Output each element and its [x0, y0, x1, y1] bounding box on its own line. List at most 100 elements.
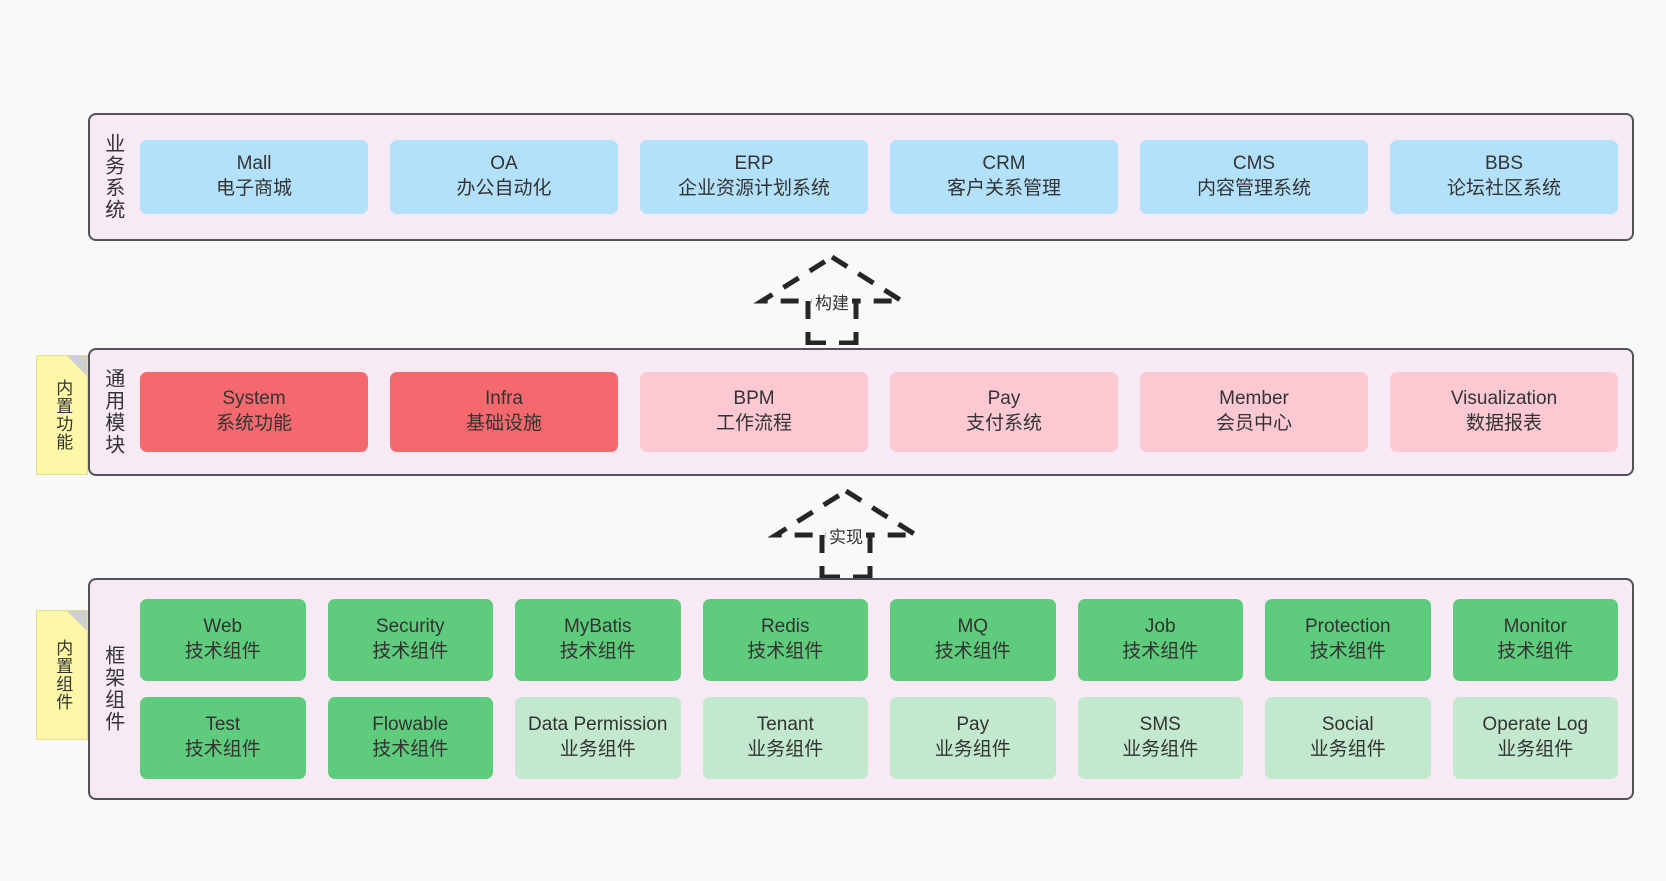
node-title: Infra — [484, 388, 524, 410]
node-title: Redis — [760, 616, 810, 638]
node-title: Data Permission — [528, 714, 668, 736]
node-monitor[interactable]: Monitor 技术组件 — [1452, 599, 1618, 681]
layer-common-body: System 系统功能 Infra 基础设施 BPM 工作流程 Pay 支付系统… — [134, 350, 1632, 474]
node-data-permission[interactable]: Data Permission 业务组件 — [515, 697, 681, 779]
arrow-build-label: 构建 — [812, 289, 852, 314]
node-test[interactable]: Test 技术组件 — [140, 697, 306, 779]
node-subtitle: 业务组件 — [1497, 739, 1574, 760]
node-title: System — [222, 388, 286, 410]
node-subtitle: 业务组件 — [1122, 739, 1199, 760]
node-subtitle: 技术组件 — [184, 641, 261, 662]
node-subtitle: 技术组件 — [559, 641, 636, 662]
node-subtitle: 系统功能 — [215, 413, 292, 434]
node-security[interactable]: Security 技术组件 — [327, 599, 493, 681]
node-title: Protection — [1304, 616, 1391, 638]
node-title: MQ — [957, 616, 989, 638]
node-title: Pay — [956, 714, 990, 736]
node-subtitle: 内容管理系统 — [1196, 178, 1311, 199]
node-subtitle: 工作流程 — [715, 413, 792, 434]
node-subtitle: 技术组件 — [747, 641, 824, 662]
node-subtitle: 技术组件 — [372, 739, 449, 760]
arrow-implement-generalization: 实现 — [766, 487, 926, 580]
node-row: Test 技术组件 Flowable 技术组件 Data Permission … — [140, 697, 1618, 779]
node-system[interactable]: System 系统功能 — [140, 372, 368, 452]
node-social[interactable]: Social 业务组件 — [1265, 697, 1431, 779]
node-sms[interactable]: SMS 业务组件 — [1077, 697, 1243, 779]
node-title: Web — [203, 616, 243, 638]
node-title: CMS — [1232, 153, 1276, 175]
node-title: Member — [1219, 388, 1289, 410]
node-title: Job — [1144, 616, 1176, 638]
node-mybatis[interactable]: MyBatis 技术组件 — [515, 599, 681, 681]
node-subtitle: 技术组件 — [1122, 641, 1199, 662]
node-row: Web 技术组件 Security 技术组件 MyBatis 技术组件 Redi… — [140, 599, 1618, 681]
node-title: SMS — [1139, 714, 1181, 736]
layer-common-modules: 通用模块 System 系统功能 Infra 基础设施 BPM 工作流程 Pay… — [88, 348, 1634, 476]
node-subtitle: 数据报表 — [1465, 413, 1542, 434]
layer-business-label: 业务系统 — [101, 133, 124, 221]
node-title: Visualization — [1450, 388, 1558, 410]
node-subtitle: 会员中心 — [1215, 413, 1292, 434]
layer-framework-components: 框架组件 Web 技术组件 Security 技术组件 MyBatis 技术组件… — [88, 578, 1634, 800]
page-fold-icon — [67, 611, 87, 631]
node-title: ERP — [734, 153, 774, 175]
node-subtitle: 办公自动化 — [456, 178, 552, 199]
node-infra[interactable]: Infra 基础设施 — [390, 372, 618, 452]
node-bpm[interactable]: BPM 工作流程 — [640, 372, 868, 452]
node-subtitle: 技术组件 — [372, 641, 449, 662]
node-pay[interactable]: Pay 支付系统 — [890, 372, 1118, 452]
node-title: Pay — [987, 388, 1021, 410]
arrow-implement-icon — [767, 488, 925, 580]
node-title: CRM — [982, 153, 1026, 175]
node-web[interactable]: Web 技术组件 — [140, 599, 306, 681]
node-title: Security — [375, 616, 445, 638]
node-subtitle: 企业资源计划系统 — [677, 178, 830, 199]
node-bbs[interactable]: BBS 论坛社区系统 — [1390, 140, 1618, 214]
node-subtitle: 业务组件 — [1309, 739, 1386, 760]
node-mq[interactable]: MQ 技术组件 — [890, 599, 1056, 681]
node-flowable[interactable]: Flowable 技术组件 — [327, 697, 493, 779]
node-crm[interactable]: CRM 客户关系管理 — [890, 140, 1118, 214]
node-title: Mall — [236, 153, 272, 175]
node-member[interactable]: Member 会员中心 — [1140, 372, 1368, 452]
arrow-build-generalization: 构建 — [752, 253, 912, 346]
layer-business-body: Mall 电子商城 OA 办公自动化 ERP 企业资源计划系统 CRM 客户关系… — [134, 115, 1632, 239]
node-title: Test — [205, 714, 241, 736]
page-fold-icon — [67, 356, 87, 376]
node-oa[interactable]: OA 办公自动化 — [390, 140, 618, 214]
layer-business-systems: 业务系统 Mall 电子商城 OA 办公自动化 ERP 企业资源计划系统 CRM… — [88, 113, 1634, 241]
node-redis[interactable]: Redis 技术组件 — [702, 599, 868, 681]
node-job[interactable]: Job 技术组件 — [1077, 599, 1243, 681]
node-subtitle: 技术组件 — [184, 739, 261, 760]
node-title: Monitor — [1503, 616, 1567, 638]
node-title: Flowable — [372, 714, 449, 736]
node-subtitle: 论坛社区系统 — [1446, 178, 1561, 199]
node-cms[interactable]: CMS 内容管理系统 — [1140, 140, 1368, 214]
node-protection[interactable]: Protection 技术组件 — [1265, 599, 1431, 681]
node-subtitle: 技术组件 — [1497, 641, 1574, 662]
node-title: BPM — [733, 388, 775, 410]
layer-framework-body: Web 技术组件 Security 技术组件 MyBatis 技术组件 Redi… — [134, 580, 1632, 798]
node-erp[interactable]: ERP 企业资源计划系统 — [640, 140, 868, 214]
sticky-note-builtin-components: 内置组件 — [36, 610, 88, 740]
node-title: OA — [490, 153, 518, 175]
arrow-implement-label: 实现 — [826, 523, 866, 548]
node-pay-component[interactable]: Pay 业务组件 — [890, 697, 1056, 779]
layer-common-label: 通用模块 — [101, 368, 124, 456]
node-title: Tenant — [756, 714, 814, 736]
node-operate-log[interactable]: Operate Log 业务组件 — [1452, 697, 1618, 779]
node-title: MyBatis — [563, 616, 632, 638]
node-title: Operate Log — [1482, 714, 1589, 736]
node-subtitle: 基础设施 — [465, 413, 542, 434]
node-subtitle: 技术组件 — [934, 641, 1011, 662]
node-title: Social — [1321, 714, 1374, 736]
node-visualization[interactable]: Visualization 数据报表 — [1390, 372, 1618, 452]
node-row: Mall 电子商城 OA 办公自动化 ERP 企业资源计划系统 CRM 客户关系… — [140, 140, 1618, 214]
node-mall[interactable]: Mall 电子商城 — [140, 140, 368, 214]
layer-framework-label: 框架组件 — [101, 645, 124, 733]
node-subtitle: 业务组件 — [934, 739, 1011, 760]
node-title: BBS — [1484, 153, 1524, 175]
node-tenant[interactable]: Tenant 业务组件 — [702, 697, 868, 779]
node-subtitle: 客户关系管理 — [946, 178, 1061, 199]
